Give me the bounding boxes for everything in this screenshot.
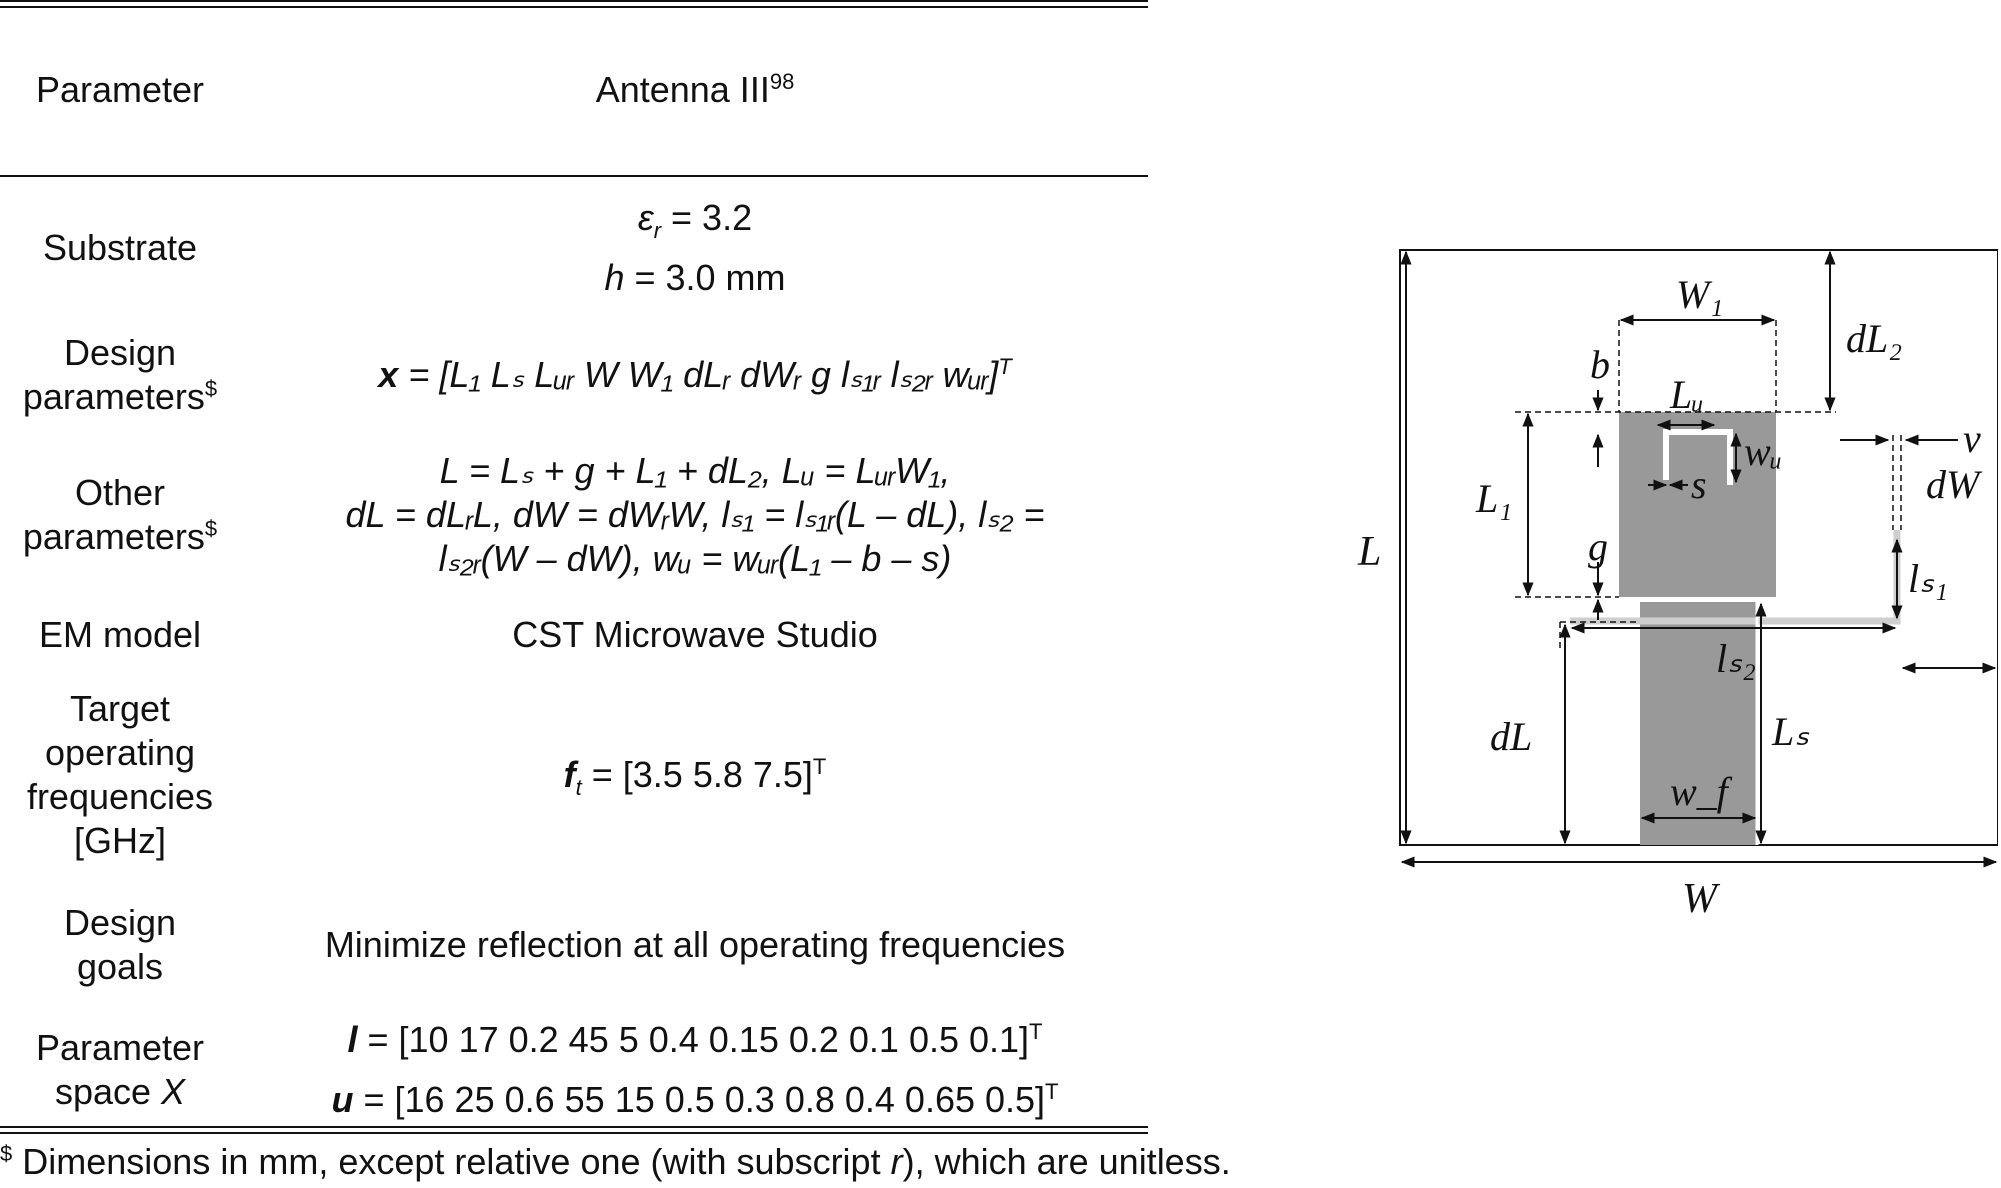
label-Ls: Lₛ bbox=[1771, 709, 1810, 754]
feed-line bbox=[1640, 602, 1757, 845]
space-u-sup: T bbox=[1045, 1079, 1059, 1104]
other-label-l1: Other bbox=[74, 472, 166, 513]
space-l-symbol: l bbox=[347, 1019, 358, 1060]
row-space-label: Parameter space X bbox=[0, 1020, 240, 1120]
design-expr-sup: T bbox=[998, 354, 1012, 379]
label-wu: wᵤ bbox=[1744, 429, 1782, 474]
label-v: v bbox=[1963, 416, 1981, 461]
label-b: b bbox=[1590, 342, 1610, 387]
design-label-mark: $ bbox=[204, 376, 218, 401]
row-design-value: x = [L₁ Lₛ Lᵤᵣ W W₁ dLᵣ dWᵣ g lₛ₁ᵣ lₛ₂ᵣ … bbox=[270, 325, 1120, 425]
label-dL: dL bbox=[1490, 714, 1532, 759]
label-s: s bbox=[1691, 462, 1707, 507]
u-slot bbox=[1663, 429, 1733, 485]
header-parameter-text: Parameter bbox=[35, 69, 205, 110]
design-vector: x = [L₁ Lₛ Lᵤᵣ W W₁ dLᵣ dWᵣ g lₛ₁ᵣ lₛ₂ᵣ … bbox=[378, 353, 1011, 397]
label-Lu: Lᵤ bbox=[1669, 372, 1704, 417]
table-bottom-rule bbox=[0, 1126, 1148, 1128]
header-antenna-ref: 98 bbox=[769, 69, 795, 94]
goals-value-text: Minimize reflection at all operating fre… bbox=[324, 924, 1066, 965]
space-label-l2-text: space bbox=[54, 1071, 162, 1112]
space-u-expr: = [16 25 0.6 55 15 0.5 0.3 0.8 0.4 0.65 … bbox=[353, 1079, 1046, 1120]
other-line1: L = Lₛ + g + L₁ + dL₂, Lᵤ = LᵤᵣW₁, bbox=[439, 450, 951, 491]
other-line3: lₛ₂ᵣ(W – dW), wᵤ = wᵤᵣ(L₁ – b – s) bbox=[438, 538, 952, 579]
label-W1: W₁ bbox=[1676, 272, 1723, 317]
label-L: L bbox=[1357, 529, 1381, 575]
row-target-value: ft = [3.5 5.8 7.5]T bbox=[270, 685, 1120, 865]
radiating-patch bbox=[1619, 412, 1776, 597]
label-g: g bbox=[1588, 524, 1608, 569]
design-label-l1: Design bbox=[63, 332, 177, 373]
target-label-l3: frequencies bbox=[26, 776, 214, 817]
label-ls1: lₛ₁ bbox=[1908, 556, 1948, 601]
row-space-value: l = [10 17 0.2 45 5 0.4 0.15 0.2 0.1 0.5… bbox=[270, 1015, 1120, 1125]
target-f-sub: t bbox=[575, 775, 582, 801]
row-substrate-value: εr = 3.2 h = 3.0 mm bbox=[270, 190, 1120, 305]
substrate-h: h = 3.0 mm bbox=[604, 256, 785, 300]
space-u-symbol: u bbox=[331, 1079, 354, 1120]
antenna-diagram: W₁ dL₂ b Lᵤ v wᵤ L₁ s dW L g lₛ₁ lₛ₂ dL … bbox=[1357, 249, 1998, 922]
row-goals-value: Minimize reflection at all operating fre… bbox=[270, 895, 1120, 995]
em-label-text: EM model bbox=[38, 614, 202, 655]
header-rule bbox=[0, 175, 1148, 177]
row-target-label: Target operating frequencies [GHz] bbox=[0, 685, 240, 865]
space-label-x: X bbox=[161, 1071, 186, 1112]
space-label-l1: Parameter bbox=[35, 1027, 205, 1068]
design-expr: = [L₁ Lₛ Lᵤᵣ W W₁ dLᵣ dWᵣ g lₛ₁ᵣ lₛ₂ᵣ wᵤ… bbox=[398, 354, 999, 395]
row-em-value: CST Microwave Studio bbox=[270, 605, 1120, 665]
row-substrate-label: Substrate bbox=[0, 190, 240, 305]
label-ls2: lₛ₂ bbox=[1716, 636, 1756, 681]
target-f-symbol: f bbox=[563, 754, 576, 795]
substrate-eps: εr = 3.2 bbox=[637, 196, 753, 243]
row-design-label: Design parameters$ bbox=[0, 325, 240, 425]
label-L1: L₁ bbox=[1475, 476, 1512, 521]
dimension-arrows bbox=[1400, 250, 1998, 868]
space-lower: l = [10 17 0.2 45 5 0.4 0.15 0.2 0.1 0.5… bbox=[347, 1018, 1042, 1062]
other-label-l2-text: parameters bbox=[22, 516, 205, 557]
other-label-mark: $ bbox=[204, 516, 218, 541]
substrate-label-text: Substrate bbox=[42, 226, 198, 268]
em-value-text: CST Microwave Studio bbox=[512, 614, 878, 655]
row-em-label: EM model bbox=[0, 605, 240, 665]
space-label-l2: space X bbox=[55, 1070, 185, 1114]
label-W: W bbox=[1682, 876, 1721, 922]
row-other-label: Other parameters$ bbox=[0, 445, 240, 585]
target-label-l4: [GHz] bbox=[73, 820, 166, 861]
design-x-symbol: x bbox=[378, 354, 399, 395]
table-top-rule bbox=[0, 0, 1148, 2]
design-label-l2-text: parameters bbox=[22, 376, 205, 417]
eps-symbol: ε bbox=[637, 196, 654, 238]
target-label-l2: operating bbox=[44, 732, 196, 773]
space-upper: u = [16 25 0.6 55 15 0.5 0.3 0.8 0.4 0.6… bbox=[331, 1078, 1058, 1122]
header-parameter: Parameter bbox=[0, 60, 240, 120]
row-goals-label: Design goals bbox=[0, 895, 240, 995]
space-l-sup: T bbox=[1029, 1019, 1043, 1044]
target-expr: = [3.5 5.8 7.5] bbox=[581, 754, 813, 795]
footnote-text-a: Dimensions in mm, except relative one (w… bbox=[12, 1141, 891, 1182]
space-l-expr: = [10 17 0.2 45 5 0.4 0.15 0.2 0.1 0.5 0… bbox=[357, 1019, 1030, 1060]
label-wf: w_f bbox=[1670, 769, 1733, 814]
label-dW: dW bbox=[1926, 462, 1983, 507]
header-antenna: Antenna III98 bbox=[270, 60, 1120, 120]
goals-label-l1: Design bbox=[63, 902, 177, 943]
footnote-text-b: ), which are unitless. bbox=[902, 1141, 1231, 1182]
target-label-l1: Target bbox=[69, 688, 171, 729]
eps-value: = 3.2 bbox=[661, 196, 753, 238]
other-label-l2: parameters$ bbox=[23, 515, 217, 559]
footnote-var: r bbox=[890, 1141, 903, 1182]
goals-label-l2: goals bbox=[76, 946, 164, 987]
header-antenna-main: Antenna III bbox=[595, 69, 770, 110]
target-vector: ft = [3.5 5.8 7.5]T bbox=[563, 753, 827, 801]
h-value: = 3.0 mm bbox=[624, 256, 786, 298]
other-line2: dL = dLᵣL, dW = dWᵣW, lₛ₁ = lₛ₁ᵣ(L – dL)… bbox=[345, 494, 1045, 535]
footnote: $ Dimensions in mm, except relative one … bbox=[0, 1140, 1231, 1184]
header-antenna-text: Antenna III98 bbox=[596, 68, 795, 112]
design-label-l2: parameters$ bbox=[23, 375, 217, 419]
h-symbol: h bbox=[604, 256, 625, 298]
label-dL2: dL₂ bbox=[1846, 316, 1902, 361]
footnote-mark: $ bbox=[0, 1141, 13, 1166]
row-other-value: L = Lₛ + g + L₁ + dL₂, Lᵤ = LᵤᵣW₁, dL = … bbox=[270, 445, 1120, 585]
target-expr-sup: T bbox=[812, 754, 827, 779]
eps-sub: r bbox=[653, 217, 662, 243]
